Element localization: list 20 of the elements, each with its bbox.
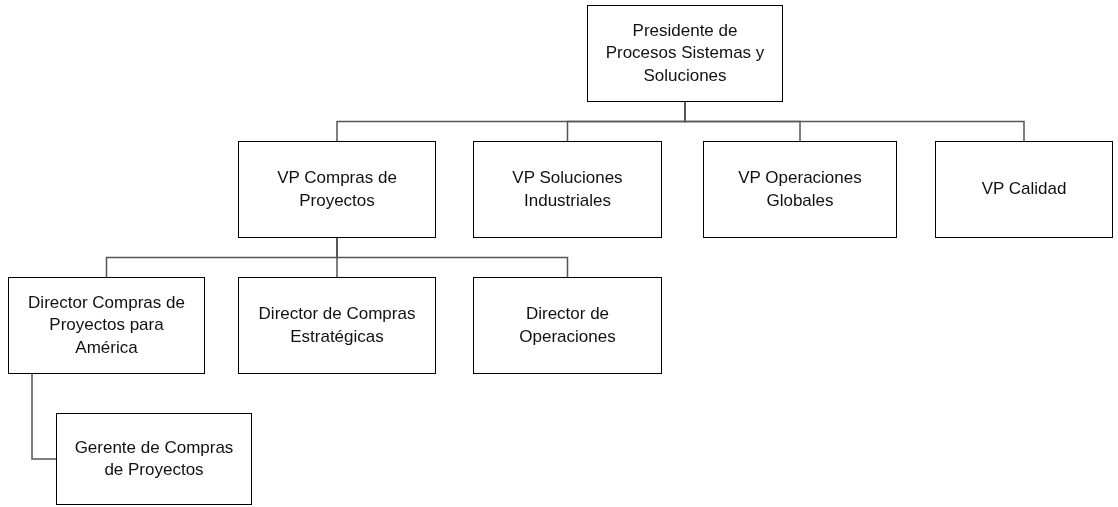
org-box bbox=[56, 413, 252, 505]
connector-line bbox=[336, 237, 569, 278]
position-title: Presidente de Procesos Sistemas y Soluciones bbox=[604, 20, 766, 87]
position-title: VP Compras de Proyectos bbox=[276, 167, 398, 212]
org-box bbox=[238, 141, 436, 238]
position-title: VP Operaciones Globales bbox=[737, 167, 863, 212]
org-box bbox=[473, 141, 662, 238]
position-title: Director de Compras Estratégicas bbox=[257, 303, 417, 348]
org-box bbox=[8, 277, 205, 374]
org-box bbox=[935, 141, 1113, 238]
org-box bbox=[238, 277, 436, 374]
position-title: VP Calidad bbox=[981, 178, 1067, 201]
org-box bbox=[587, 5, 783, 102]
position-title: Gerente de Compras de Proyectos bbox=[73, 436, 235, 481]
connector-line bbox=[31, 373, 57, 460]
org-box bbox=[473, 277, 662, 374]
position-title: VP Soluciones Industriales bbox=[511, 167, 624, 212]
position-title: Director de Operaciones bbox=[518, 303, 617, 348]
position-title: Director Compras de Proyectos para América bbox=[27, 292, 186, 359]
org-box bbox=[703, 141, 897, 238]
